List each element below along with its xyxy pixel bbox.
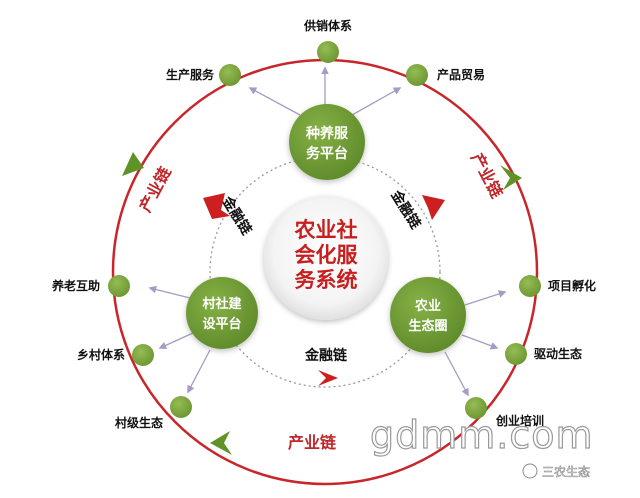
node-incubation	[519, 275, 541, 297]
label-supply: 供销体系	[303, 18, 352, 33]
connectors	[148, 66, 507, 397]
center-circle	[264, 196, 388, 320]
hub-right-circle	[390, 277, 466, 353]
connector-left-hamlet	[187, 349, 211, 394]
center-line-2: 会化服	[295, 243, 359, 267]
hub-right-line-1: 农业	[414, 298, 441, 314]
industry-chain-label-left: 产业链	[135, 163, 175, 215]
green-arrow-bottom	[210, 431, 232, 455]
hub-left-line-1: 村社建	[202, 296, 241, 312]
hub-right: 农业 生态圈	[390, 277, 466, 353]
outer-labels: 供销体系 生产服务 产品贸易 养老互助 项目孵化 乡村体系 驱动生态 村级生态 …	[51, 18, 596, 430]
label-driving: 驱动生态	[534, 346, 582, 361]
watermark-badge: 三农生态	[542, 465, 590, 479]
red-arrow-bottom	[318, 370, 338, 386]
wechat-icon	[522, 463, 538, 479]
connector-right-driving	[461, 334, 499, 350]
industry-chain-label-bottom: 产业链	[288, 433, 337, 452]
label-eldercare: 养老互助	[51, 278, 100, 293]
node-production	[219, 64, 241, 86]
connector-right-incubation	[464, 290, 507, 306]
red-arrow-right	[422, 195, 445, 220]
label-incubation: 项目孵化	[548, 278, 596, 293]
hub-left-circle	[186, 277, 258, 349]
green-arrow-right	[500, 165, 522, 190]
node-trade	[406, 64, 428, 86]
label-production: 生产服务	[166, 67, 215, 82]
finance-chain-label-right: 金融链	[387, 186, 425, 232]
node-village	[132, 344, 154, 366]
hub-top-circle	[289, 104, 365, 180]
connector-right-startup	[444, 351, 469, 397]
center-system: 农业社 会化服 务系统	[264, 196, 388, 320]
center-line-1: 农业社	[294, 218, 358, 242]
hub-left-line-2: 设平台	[202, 316, 241, 332]
watermark-site: gdmm.com	[370, 413, 594, 457]
center-line-3: 务系统	[295, 268, 358, 292]
connector-left-eldercare	[148, 285, 191, 299]
finance-chain-label-bottom: 金融链	[304, 347, 348, 364]
connector-top-trade	[351, 87, 402, 116]
label-trade: 产品贸易	[437, 67, 485, 82]
label-startup: 创业培训	[495, 413, 544, 428]
red-arrow-left	[203, 193, 230, 219]
hub-top-line-2: 务平台	[306, 145, 348, 162]
node-driving	[505, 343, 527, 365]
industry-chain-label-right: 产业链	[467, 150, 507, 202]
hub-left: 村社建 设平台	[186, 277, 258, 349]
outer-nodes	[108, 41, 541, 419]
node-supply	[317, 41, 339, 63]
label-village: 乡村体系	[77, 347, 125, 362]
label-hamlet: 村级生态	[115, 415, 163, 430]
hub-right-line-2: 生态圈	[408, 318, 447, 334]
watermark: gdmm.com 三农生态	[369, 412, 594, 479]
hub-top-line-1: 种养服	[305, 125, 349, 142]
node-eldercare	[108, 275, 130, 297]
node-hamlet	[170, 396, 192, 418]
connector-left-village	[158, 332, 194, 349]
green-arrow-left	[122, 152, 144, 176]
hub-top: 种养服 务平台	[289, 104, 365, 180]
node-startup	[465, 397, 487, 419]
connector-top-production	[248, 87, 301, 116]
